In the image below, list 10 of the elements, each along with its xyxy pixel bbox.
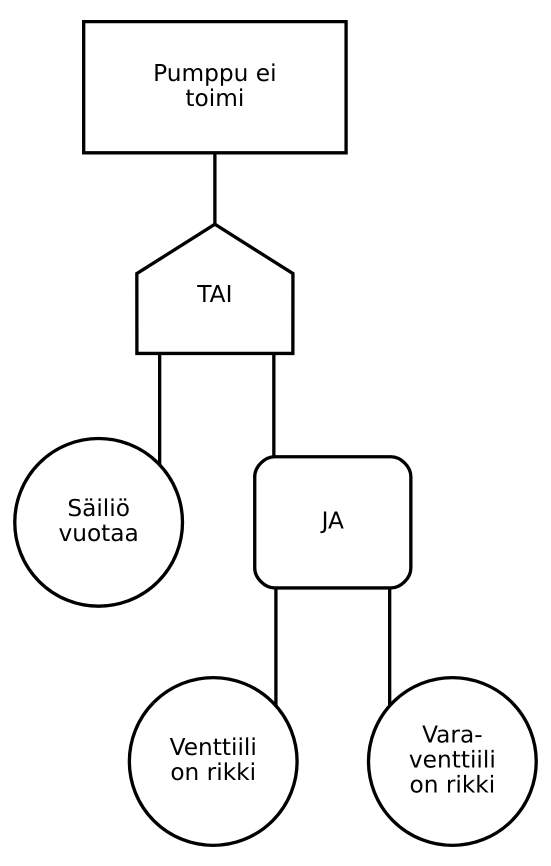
connector [274,588,278,705]
node-circle: Venttiili on rikki [128,675,299,847]
node-box: Pumppu ei toimi [82,19,348,154]
connector [388,588,392,705]
node-circle: Vara- venttiili on rikki [366,675,538,847]
node-circle: Säiliö vuotaa [13,436,184,608]
connector [272,352,276,456]
connector [213,152,217,224]
connector [158,352,162,464]
node-box: JA [253,454,413,590]
